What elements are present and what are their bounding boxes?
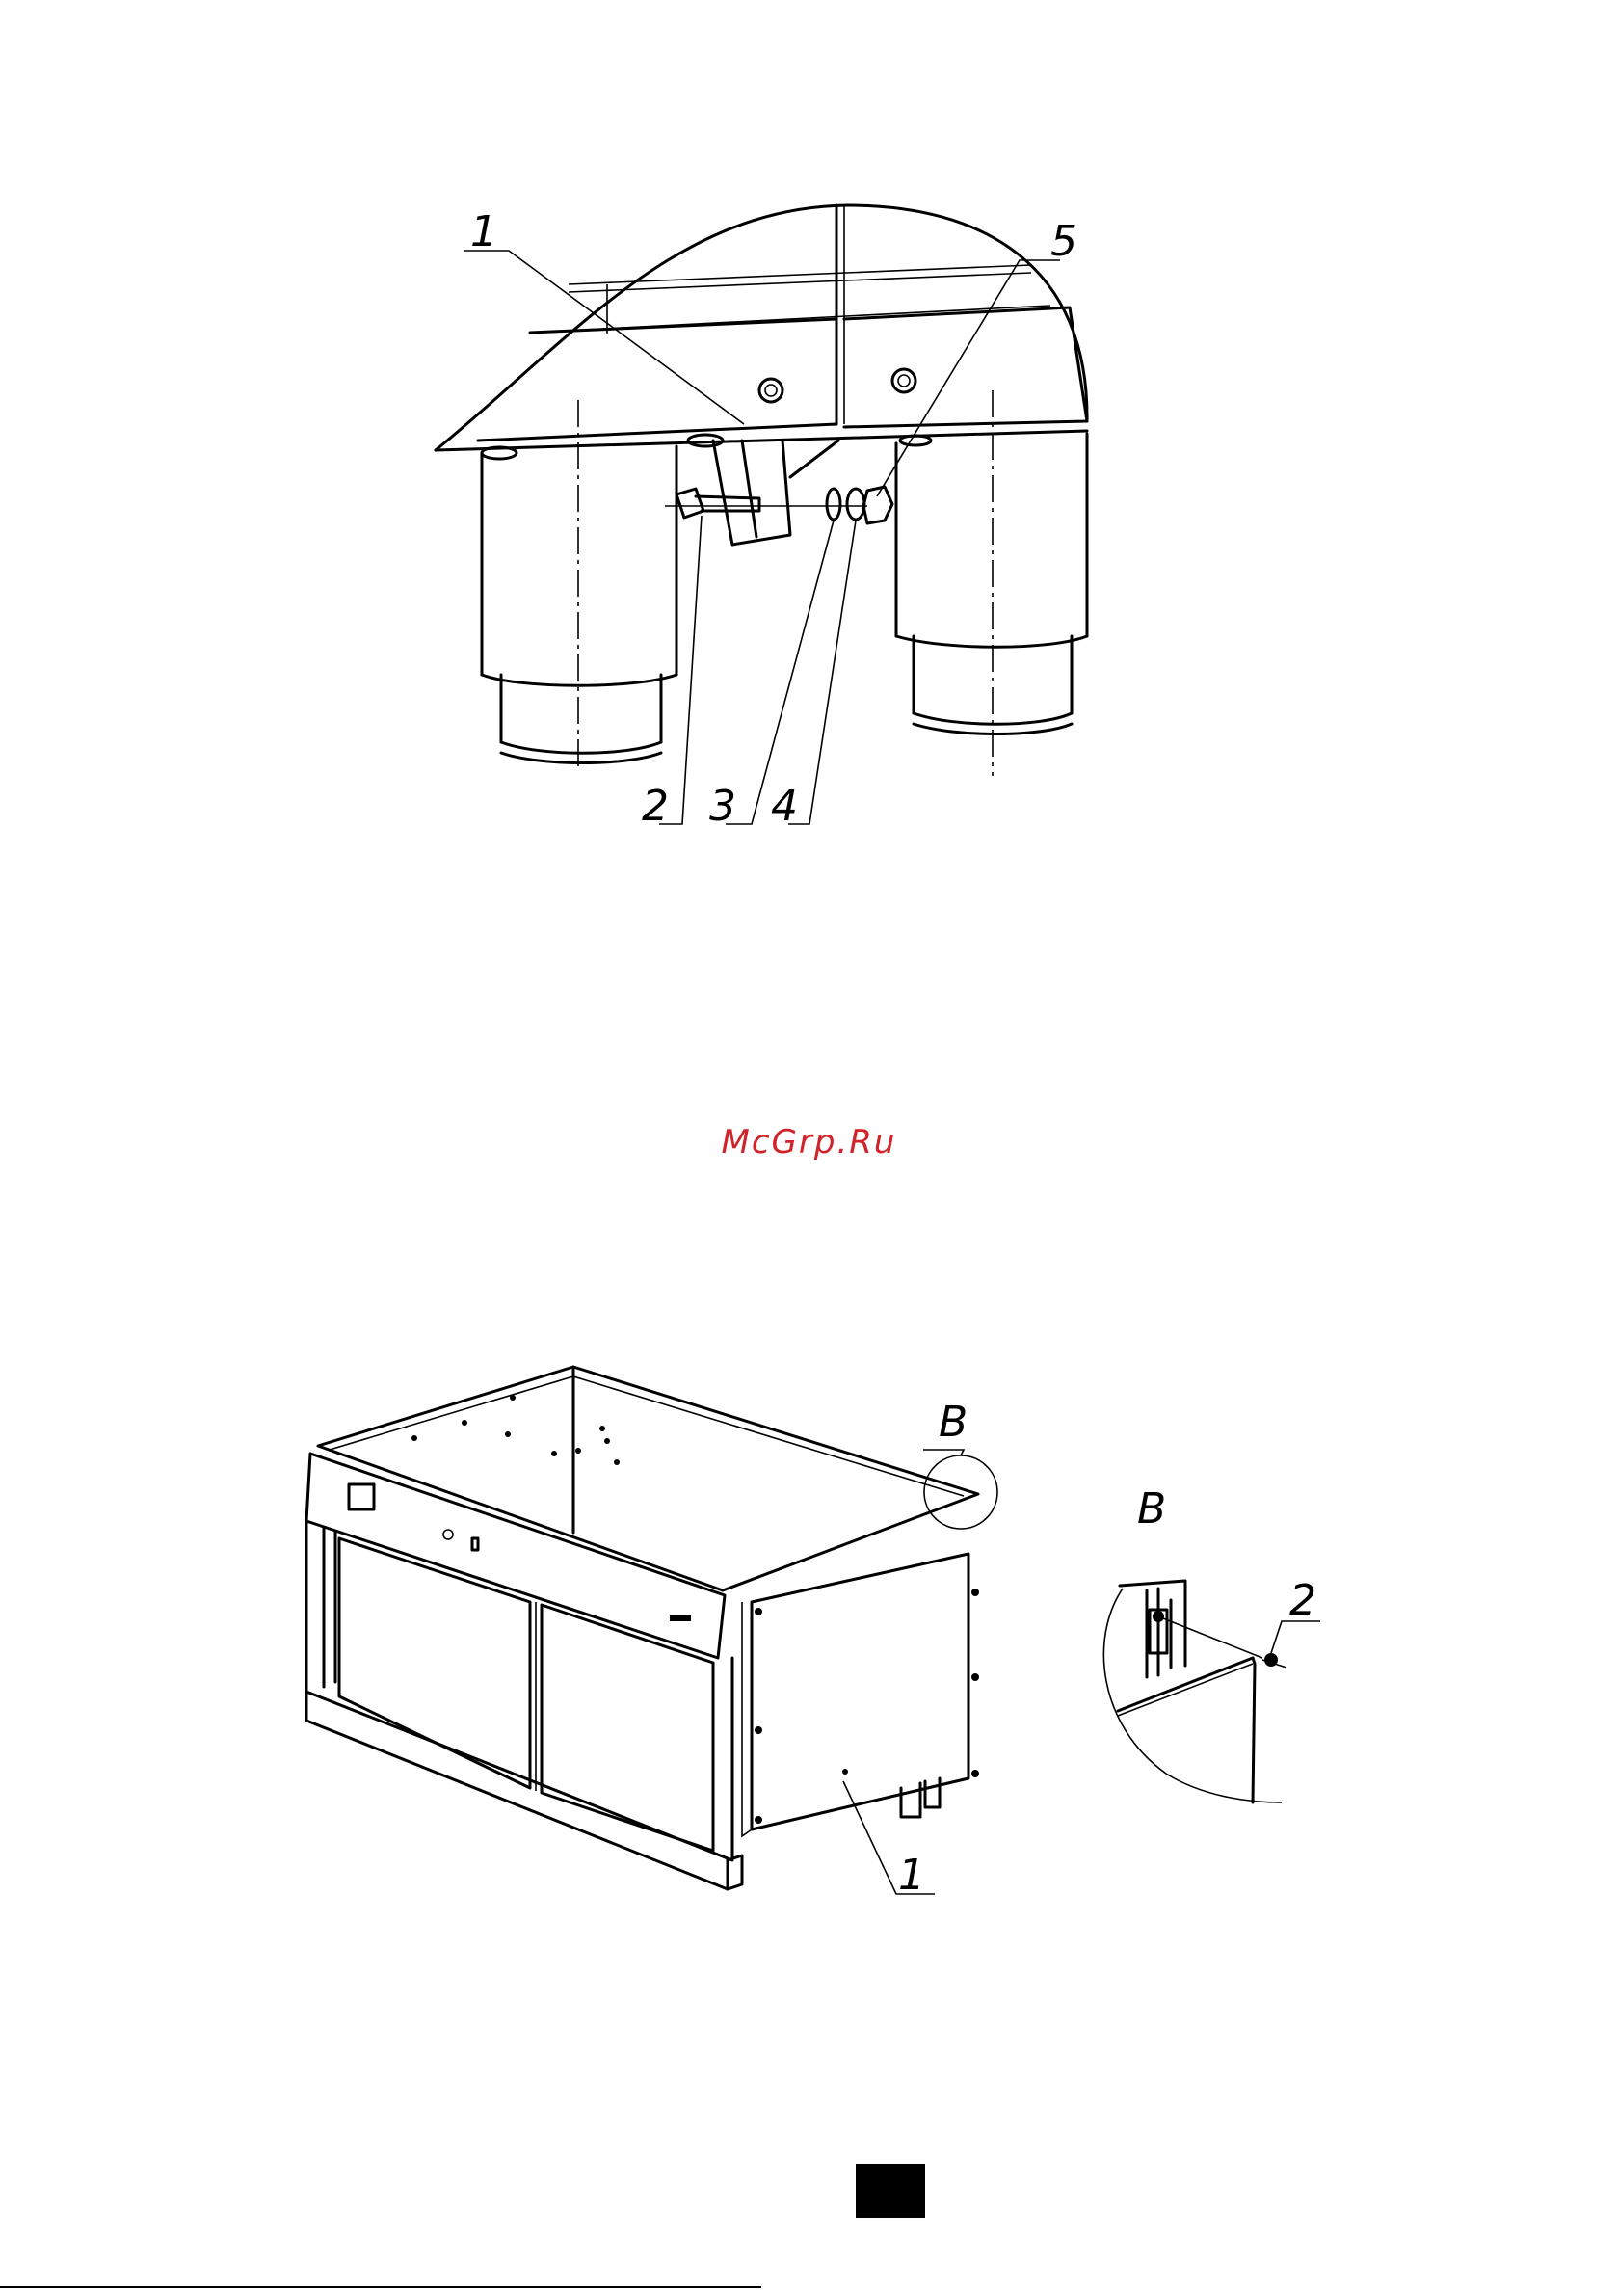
right-leg bbox=[896, 390, 1087, 776]
callout-panel-1: 1 bbox=[898, 1851, 925, 1900]
tabletop-edge bbox=[436, 431, 1087, 450]
cabinet-side-panel-drawing: B 1 bbox=[289, 1349, 1060, 1976]
connecting-bracket bbox=[688, 435, 838, 545]
switch-icon bbox=[349, 1484, 374, 1509]
view-b-marker: B bbox=[939, 1398, 968, 1447]
callout-3: 3 bbox=[709, 782, 736, 831]
leader-3 bbox=[726, 521, 834, 824]
tabletop-cutaway-outline bbox=[436, 205, 1087, 450]
leg-joint-assembly-drawing: 1 2 3 4 5 bbox=[424, 188, 1118, 863]
leader-1 bbox=[464, 251, 744, 424]
page-marker bbox=[856, 2164, 925, 2218]
callout-2: 2 bbox=[642, 782, 669, 831]
detail-leader-2 bbox=[1271, 1621, 1320, 1653]
leader-5 bbox=[877, 260, 1060, 496]
tabletop-seam bbox=[569, 265, 1031, 284]
spring-washer-icon bbox=[847, 489, 864, 520]
front-panel-left bbox=[478, 319, 836, 441]
leader-2 bbox=[659, 516, 702, 824]
detail-view-b: B 2 bbox=[1079, 1484, 1368, 1822]
callout-4: 4 bbox=[771, 782, 798, 831]
watermark: McGrp.Ru bbox=[0, 1123, 1618, 1161]
thermostat-icon bbox=[472, 1538, 478, 1550]
panel-screw-left-icon bbox=[759, 379, 782, 402]
side-panel-screws bbox=[755, 1589, 979, 1824]
door-right bbox=[542, 1605, 713, 1851]
door-left bbox=[339, 1538, 530, 1788]
flat-washer-icon bbox=[827, 489, 840, 520]
callout-5: 5 bbox=[1050, 217, 1077, 266]
front-panel-right bbox=[844, 307, 1087, 427]
indicator-icon bbox=[443, 1530, 453, 1539]
panel-screw-right-icon bbox=[892, 369, 915, 392]
detail-profile bbox=[1120, 1581, 1185, 1677]
view-b-marker-circle bbox=[924, 1455, 997, 1529]
left-leg bbox=[482, 400, 676, 771]
side-panel bbox=[752, 1554, 968, 1829]
plinth bbox=[306, 1692, 728, 1889]
nut-icon bbox=[863, 487, 892, 523]
footer-rule bbox=[0, 2286, 761, 2288]
callout-1: 1 bbox=[470, 207, 497, 256]
brand-plate-icon bbox=[670, 1615, 691, 1621]
mounting-holes bbox=[411, 1395, 620, 1465]
rear-leg bbox=[901, 1783, 920, 1817]
detail-title: B bbox=[1137, 1484, 1166, 1534]
detail-callout-2: 2 bbox=[1289, 1576, 1316, 1625]
